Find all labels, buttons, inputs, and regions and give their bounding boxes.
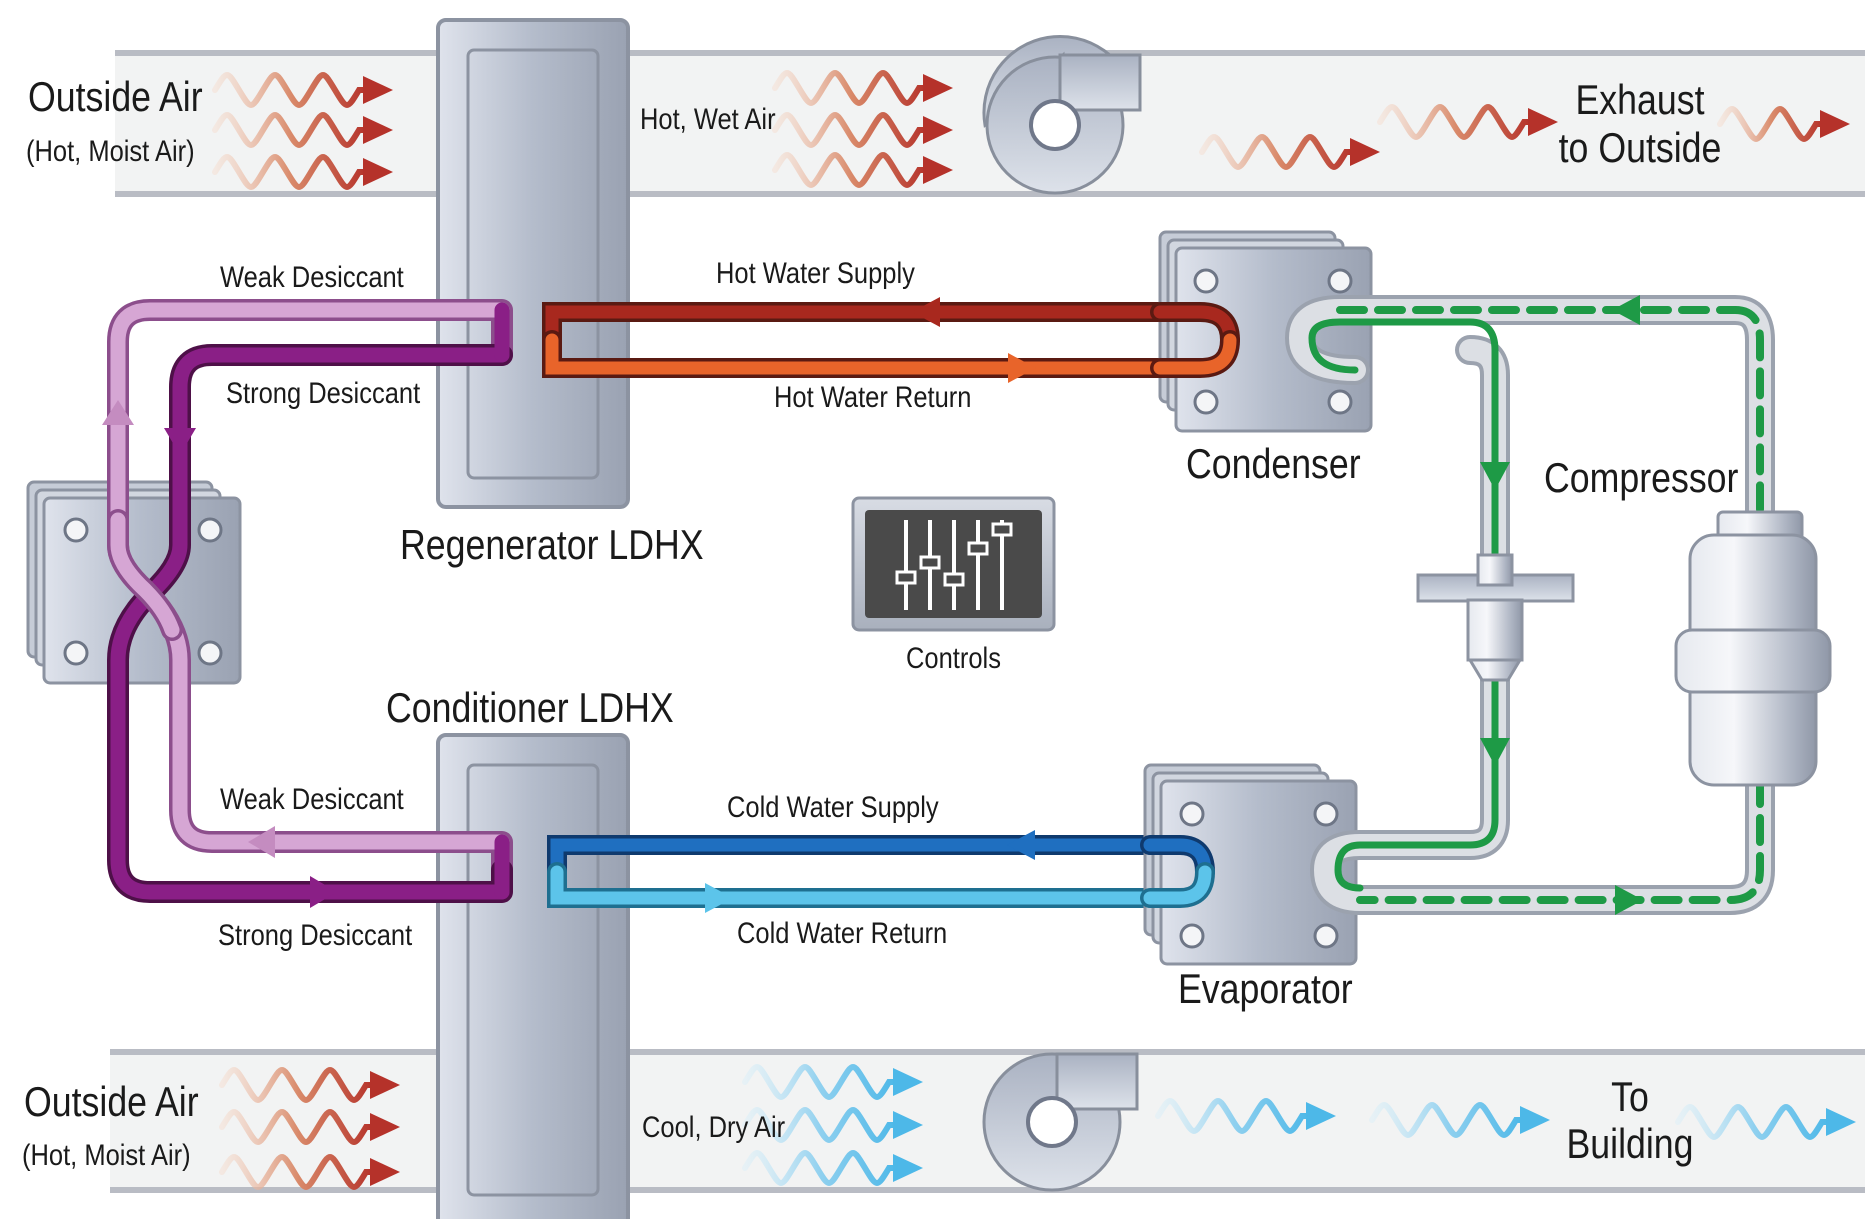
cool-air-wave <box>1369 1102 1527 1138</box>
compressor-label: Compressor <box>1544 454 1739 501</box>
controls-icon <box>851 496 1056 632</box>
hot-air-wave <box>212 72 370 108</box>
strong-desiccant-top-label: Strong Desiccant <box>226 377 421 410</box>
cool-air-arrows <box>742 1064 1856 1186</box>
cool-air-wave <box>742 1150 900 1186</box>
cool-air-wave-head <box>1520 1106 1550 1134</box>
hot-air-wave-head <box>1528 108 1558 136</box>
cool-air-wave <box>1155 1098 1313 1134</box>
cool-air-wave <box>1675 1104 1833 1140</box>
hot-air-wave-head <box>370 1071 400 1099</box>
cool-air-wave-head <box>1826 1108 1856 1136</box>
condenser-label: Condenser <box>1186 440 1361 487</box>
hot-air-wave-head <box>1350 138 1380 166</box>
cool-air-wave <box>742 1107 900 1143</box>
compressor-icon <box>1674 510 1832 787</box>
evaporator-label: Evaporator <box>1178 965 1353 1012</box>
hot-air-wave-head <box>923 156 953 184</box>
hot-air-wave <box>1717 106 1827 142</box>
cool-air-wave-head <box>893 1068 923 1096</box>
hot-air-wave-head <box>363 158 393 186</box>
cold-water-supply-label: Cold Water Supply <box>727 791 939 824</box>
cool-air-wave-head <box>1306 1102 1336 1130</box>
controls-label: Controls <box>906 642 1001 675</box>
bottom-mid-label: Cool, Dry Air <box>642 1111 786 1144</box>
cool-air-wave-head <box>893 1154 923 1182</box>
bottom-inlet-title: Outside Air <box>24 1078 199 1125</box>
bottom-inlet-subtitle: (Hot, Moist Air) <box>22 1139 191 1172</box>
hot-air-wave-head <box>370 1158 400 1186</box>
hot-air-wave <box>1199 134 1357 170</box>
regenerator-label: Regenerator LDHX <box>400 521 704 568</box>
top-mid-label: Hot, Wet Air <box>640 103 776 136</box>
strong-desiccant-bottom-label: Strong Desiccant <box>218 919 413 952</box>
expansion-valve-icon <box>1416 553 1575 682</box>
hot-air-arrows <box>212 70 1850 1190</box>
regenerator-ldhx <box>436 18 630 509</box>
hot-water-supply-label: Hot Water Supply <box>716 257 915 290</box>
cold-water-loop <box>547 830 1215 913</box>
cold-water-loop-end <box>1140 835 1215 908</box>
hot-air-wave <box>772 112 930 148</box>
top-fan-icon <box>982 34 1142 195</box>
hot-water-loop-end <box>1150 302 1240 378</box>
hot-air-wave <box>212 112 370 148</box>
to-building-line2: Building <box>1566 1120 1694 1167</box>
hot-air-wave-head <box>370 1113 400 1141</box>
top-inlet-title: Outside Air <box>28 73 203 120</box>
to-building-line1: To <box>1611 1073 1649 1120</box>
condenser-icon <box>1158 230 1373 433</box>
hot-air-wave <box>772 152 930 188</box>
cool-air-wave-head <box>893 1111 923 1139</box>
hot-air-wave-head <box>923 116 953 144</box>
hot-air-wave-head <box>1820 110 1850 138</box>
hot-air-wave <box>772 70 930 106</box>
hot-air-wave <box>1377 104 1535 140</box>
top-inlet-subtitle: (Hot, Moist Air) <box>26 135 195 168</box>
weak-desiccant-bottom-label: Weak Desiccant <box>220 783 404 816</box>
exhaust-label-line1: Exhaust <box>1575 76 1705 123</box>
hot-air-wave <box>219 1067 377 1103</box>
conditioner-label: Conditioner LDHX <box>386 684 674 731</box>
hot-air-wave <box>219 1109 377 1145</box>
hot-water-return-label: Hot Water Return <box>774 381 972 414</box>
cool-air-wave <box>742 1064 900 1100</box>
hot-air-wave-head <box>363 76 393 104</box>
hot-air-wave-head <box>923 74 953 102</box>
hot-air-wave <box>212 154 370 190</box>
conditioner-ldhx <box>436 733 630 1219</box>
exhaust-label-line2: to Outside <box>1558 124 1722 171</box>
hot-air-wave-head <box>363 116 393 144</box>
cold-water-return-label: Cold Water Return <box>737 917 948 950</box>
bottom-fan-icon <box>982 1052 1139 1192</box>
weak-desiccant-top-label: Weak Desiccant <box>220 261 404 294</box>
desiccant-loop <box>102 299 513 908</box>
hot-air-wave <box>219 1154 377 1190</box>
refrigerant-loop <box>1285 295 1775 915</box>
hot-water-loop <box>542 297 1240 383</box>
